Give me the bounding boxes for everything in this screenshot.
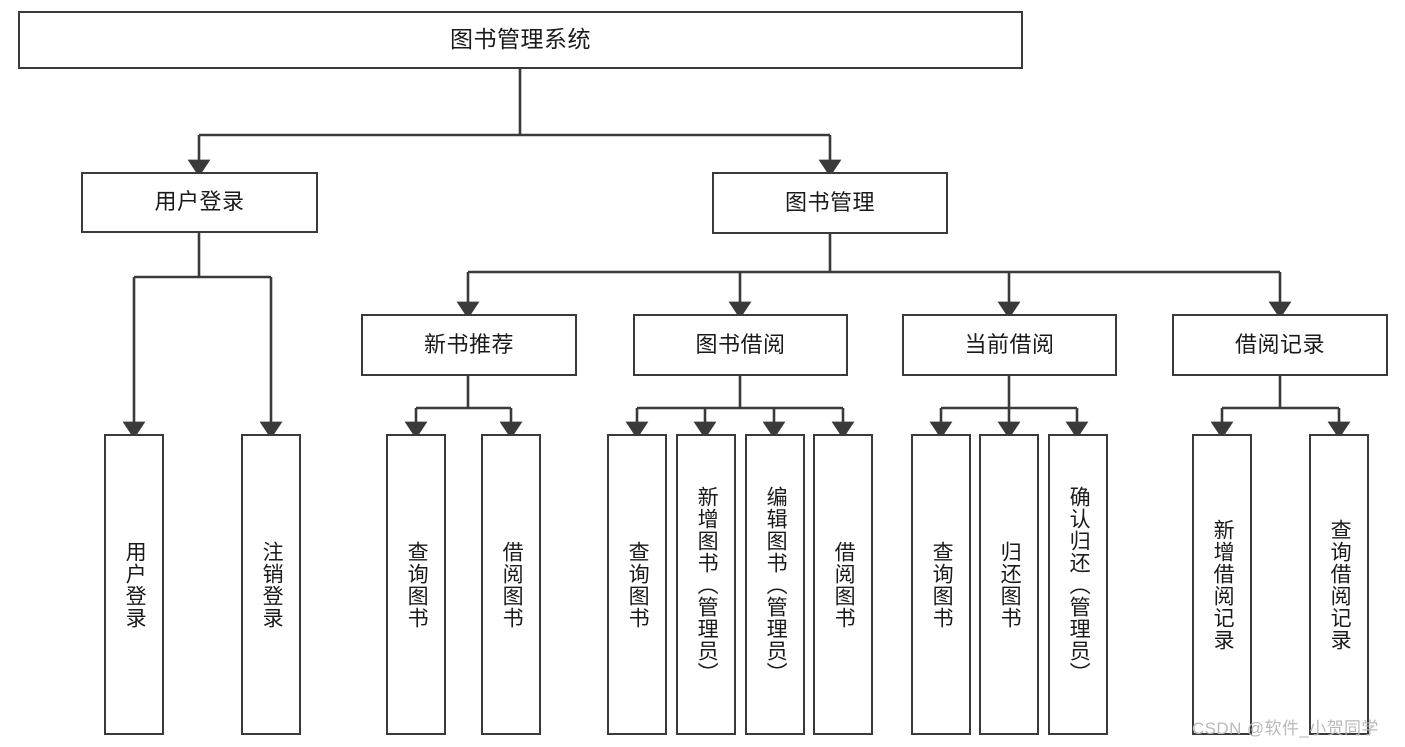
node-leaf-query-borrow-record[interactable]: 查询借阅记录	[1309, 434, 1369, 735]
node-borrow-record[interactable]: 借阅记录	[1172, 314, 1388, 376]
node-new-book-recommend[interactable]: 新书推荐	[361, 314, 577, 376]
node-current-borrow[interactable]: 当前借阅	[902, 314, 1117, 376]
node-label: 编辑图书（管理员）	[764, 485, 788, 684]
node-label: 新增借阅记录	[1211, 518, 1235, 651]
node-label: 用户登录	[123, 540, 147, 629]
node-book-borrow[interactable]: 图书借阅	[633, 314, 848, 376]
node-label: 确认归还（管理员）	[1067, 485, 1091, 684]
node-user-login[interactable]: 用户登录	[81, 172, 318, 233]
node-leaf-user-login[interactable]: 用户登录	[104, 434, 164, 735]
node-label: 新书推荐	[423, 331, 514, 357]
node-label: 新增图书（管理员）	[695, 485, 719, 684]
node-label: 查询图书	[930, 540, 954, 629]
node-leaf-confirm-return-admin[interactable]: 确认归还（管理员）	[1048, 434, 1108, 735]
node-label: 借阅图书	[500, 540, 524, 629]
node-label: 当前借阅	[964, 331, 1055, 357]
watermark-text: CSDN @软件_小贺同学	[1192, 719, 1379, 738]
node-leaf-add-book-admin[interactable]: 新增图书（管理员）	[676, 434, 736, 735]
node-label: 借阅记录	[1234, 331, 1325, 357]
node-label: 查询借阅记录	[1328, 518, 1352, 651]
node-leaf-query-book-recommend[interactable]: 查询图书	[386, 434, 446, 735]
node-label: 查询图书	[626, 540, 650, 629]
node-leaf-edit-book-admin[interactable]: 编辑图书（管理员）	[745, 434, 805, 735]
node-leaf-query-book-borrow[interactable]: 查询图书	[607, 434, 667, 735]
node-label: 图书管理系统	[450, 26, 591, 53]
node-leaf-return-book[interactable]: 归还图书	[979, 434, 1039, 735]
node-label: 图书管理	[784, 189, 875, 215]
node-label: 借阅图书	[832, 540, 856, 629]
node-leaf-borrow-book-recommend[interactable]: 借阅图书	[481, 434, 541, 735]
node-leaf-query-book-current[interactable]: 查询图书	[911, 434, 971, 735]
node-book-management[interactable]: 图书管理	[712, 172, 948, 234]
node-label: 归还图书	[998, 540, 1022, 629]
node-leaf-borrow-book[interactable]: 借阅图书	[813, 434, 873, 735]
node-root-book-management-system[interactable]: 图书管理系统	[18, 11, 1023, 69]
node-leaf-logout-login[interactable]: 注销登录	[241, 434, 301, 735]
node-label: 用户登录	[154, 189, 245, 215]
node-label: 图书借阅	[695, 331, 786, 357]
node-leaf-add-borrow-record[interactable]: 新增借阅记录	[1192, 434, 1252, 735]
node-label: 注销登录	[260, 540, 284, 629]
node-label: 查询图书	[405, 540, 429, 629]
